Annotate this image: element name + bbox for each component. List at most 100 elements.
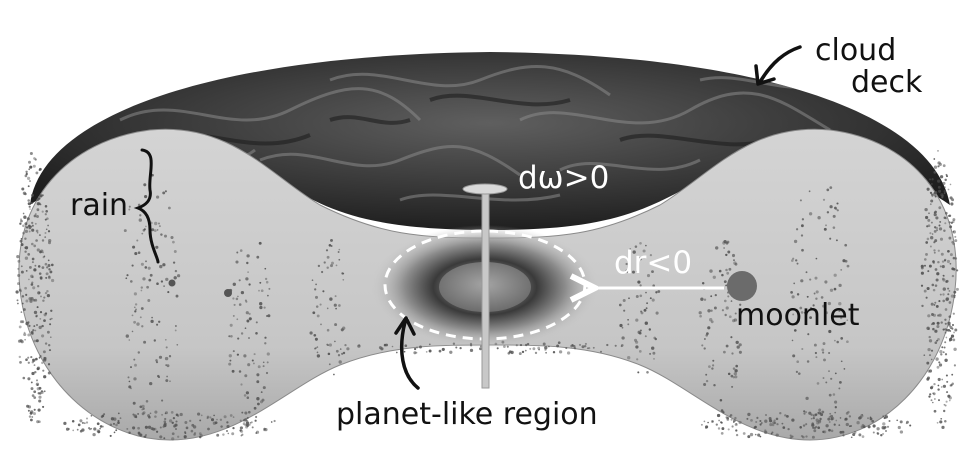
rain-dot (932, 392, 936, 396)
rain-dot (33, 364, 36, 366)
rain-dot (240, 290, 245, 295)
rain-dot (16, 299, 19, 302)
rain-dot (341, 352, 344, 355)
rain-dot (35, 357, 38, 361)
rain-dot (175, 428, 177, 430)
rain-dot (36, 231, 39, 234)
rain-dot (257, 365, 261, 369)
rain-dot (20, 340, 24, 344)
rain-dot (27, 361, 30, 364)
rain-dot (469, 348, 474, 353)
rain-dot (938, 363, 943, 367)
rain-dot (176, 274, 181, 278)
rain-dot (709, 269, 713, 273)
rain-dot (43, 255, 46, 258)
rain-dot (848, 425, 851, 428)
rain-dot (164, 190, 167, 193)
rain-dot (222, 433, 225, 436)
rain-dot (623, 309, 626, 312)
rain-dot (46, 217, 49, 220)
rain-dot (929, 386, 934, 390)
rain-dot (938, 227, 943, 231)
rain-dot (799, 199, 802, 202)
rain-dot (17, 273, 21, 278)
rain-dot (216, 433, 220, 437)
rain-dot (163, 423, 167, 428)
rain-dot (43, 390, 46, 393)
rain-dot (23, 332, 27, 337)
rain-dot (789, 434, 792, 437)
rain-dot (72, 429, 75, 432)
rain-dot (835, 208, 838, 211)
rain-dot (134, 363, 137, 367)
rain-dot (28, 297, 32, 301)
rain-dot (926, 361, 930, 365)
rain-dot (48, 238, 52, 243)
rain-dot (143, 183, 147, 187)
rain-dot (335, 349, 339, 353)
rain-dot (331, 261, 334, 265)
rain-dot (720, 409, 724, 412)
rain-dot (869, 417, 873, 421)
rain-dot (164, 356, 169, 361)
rain-dot (148, 278, 152, 282)
rain-dot (145, 260, 147, 263)
rain-dot (85, 421, 89, 424)
rain-dot (391, 345, 394, 348)
rain-dot (38, 399, 42, 403)
rain-dot (22, 224, 25, 228)
rain-dot (216, 418, 218, 421)
rain-dot (795, 228, 799, 231)
rain-dot (314, 295, 319, 299)
rain-dot (736, 345, 740, 349)
rain-dot (47, 264, 51, 267)
rain-dot (33, 339, 37, 343)
rain-dot (932, 322, 936, 325)
rain-dot (339, 348, 342, 350)
rain-dot (198, 435, 202, 439)
rain-dot (148, 415, 151, 419)
rain-dot (924, 258, 927, 261)
rain-dot (28, 415, 32, 418)
rain-dot (42, 369, 45, 372)
rain-dot (184, 432, 187, 434)
rain-dot (733, 372, 737, 376)
rain-dot (815, 418, 819, 422)
rain-dot (149, 381, 153, 386)
rain-dot (246, 416, 249, 419)
rain-dot (947, 287, 950, 290)
rain-dot (230, 334, 233, 338)
rain-dot (20, 219, 23, 223)
rain-dot (781, 422, 784, 425)
rain-dot (27, 176, 31, 180)
rain-dot (842, 434, 845, 437)
rain-dot (944, 322, 947, 325)
rain-dot (245, 277, 249, 281)
rain-dot (138, 218, 142, 222)
rain-dot (162, 191, 166, 195)
rain-dot (260, 289, 264, 293)
rain-dot (101, 414, 105, 418)
rain-dot (829, 412, 832, 415)
rain-dot (20, 265, 23, 268)
rain-dot (818, 408, 822, 412)
rain-dot (703, 338, 706, 340)
rain-dot (36, 367, 40, 371)
rain-dot (635, 270, 638, 273)
rain-dot (627, 356, 631, 360)
rain-dot (850, 436, 853, 439)
rain-dot (930, 199, 934, 203)
rain-dot (844, 418, 847, 421)
rain-dot (706, 332, 709, 335)
rain-dot (739, 303, 742, 306)
rain-dot (723, 247, 725, 249)
rain-dot (22, 376, 26, 380)
rain-dot (238, 370, 242, 373)
rain-dot (65, 427, 70, 431)
rain-dot (47, 230, 51, 233)
rain-dot (419, 345, 422, 349)
rain-dot (247, 363, 251, 367)
rain-dot (954, 235, 957, 238)
rain-dot (728, 315, 732, 319)
rain-dot (834, 339, 836, 342)
